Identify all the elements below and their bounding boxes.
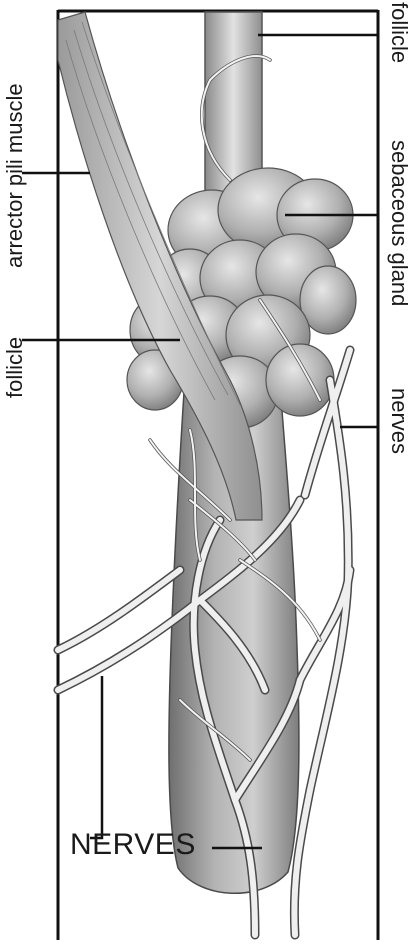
- label-arrector-pili-muscle: arrector pili muscle: [4, 83, 26, 268]
- label-nerves-right: nerves: [388, 388, 410, 454]
- leader-nerves-bottom-left: [90, 676, 102, 838]
- label-nerves-bottom: NERVES: [70, 828, 196, 862]
- label-follicle-left: follicle: [4, 337, 26, 398]
- label-sebaceous-gland: sebaceous gland: [388, 140, 410, 306]
- label-follicle-top: follicle: [388, 2, 410, 63]
